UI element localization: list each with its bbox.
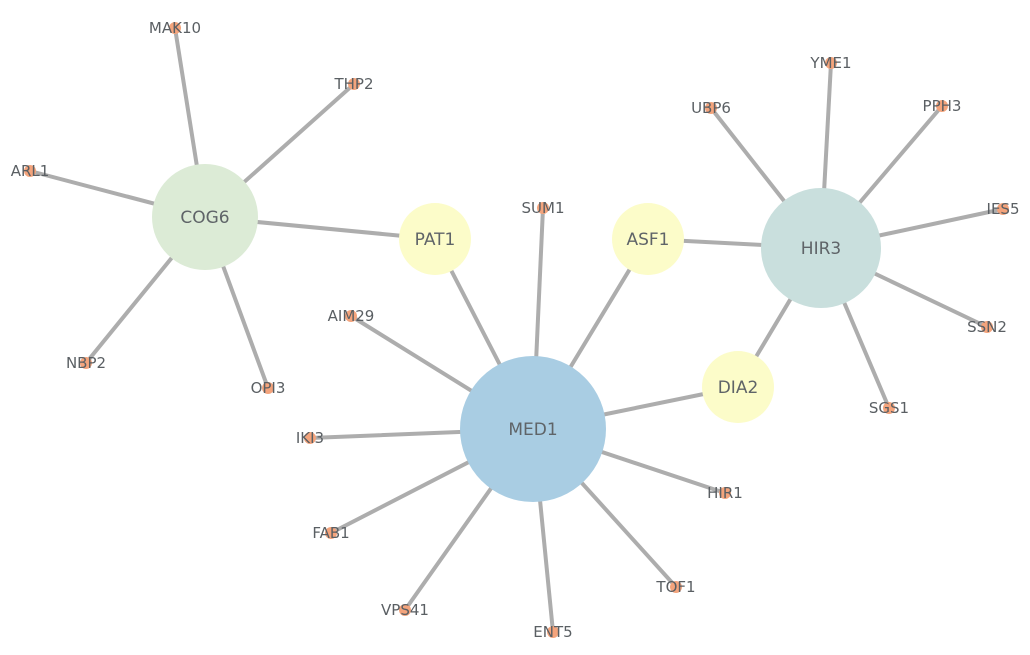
node-label-arl1: ARL1	[11, 162, 50, 180]
leaf-dot-ssn2	[981, 321, 993, 333]
node-label-asf1: ASF1	[626, 230, 669, 250]
leaf-dot-mak10	[169, 22, 181, 34]
node-label-mak10: MAK10	[149, 19, 201, 37]
node-label-vps41: VPS41	[381, 601, 429, 619]
node-ubp6[interactable]: UBP6	[691, 99, 731, 117]
node-sgs1[interactable]: SGS1	[869, 399, 909, 417]
hub-circle-cog6	[152, 164, 258, 270]
leaf-dot-ent5	[547, 626, 559, 638]
leaf-dot-aim29	[345, 310, 357, 322]
node-dia2[interactable]: DIA2	[702, 351, 774, 423]
node-label-med1: MED1	[508, 420, 557, 440]
leaf-dot-pph3	[936, 100, 948, 112]
node-ent5[interactable]: ENT5	[533, 623, 572, 641]
node-pph3[interactable]: PPH3	[923, 97, 962, 115]
leaf-dot-iki3	[304, 432, 316, 444]
node-ssn2[interactable]: SSN2	[967, 318, 1007, 336]
node-label-ies5: IES5	[987, 200, 1020, 218]
node-label-ubp6: UBP6	[691, 99, 731, 117]
leaf-dot-opi3	[262, 382, 274, 394]
leaf-dot-nbp2	[80, 357, 92, 369]
node-mak10[interactable]: MAK10	[149, 19, 201, 37]
leaf-dot-vps41	[399, 604, 411, 616]
leaf-dot-sgs1	[883, 402, 895, 414]
node-label-yme1: YME1	[809, 54, 851, 72]
node-label-pat1: PAT1	[415, 230, 456, 250]
node-hir1[interactable]: HIR1	[707, 484, 743, 502]
node-sum1[interactable]: SUM1	[522, 199, 565, 217]
node-label-ssn2: SSN2	[967, 318, 1007, 336]
node-label-cog6: COG6	[180, 208, 229, 228]
leaf-dot-thp2	[348, 78, 360, 90]
node-iki3[interactable]: IKI3	[296, 429, 324, 447]
node-label-opi3: OPI3	[251, 379, 286, 397]
hub-circle-pat1	[399, 203, 471, 275]
leaf-dot-tof1	[670, 581, 682, 593]
node-arl1[interactable]: ARL1	[11, 162, 50, 180]
node-label-thp2: THP2	[333, 75, 373, 93]
node-aim29[interactable]: AIM29	[328, 307, 375, 325]
hub-circle-dia2	[702, 351, 774, 423]
leaf-dot-ubp6	[705, 102, 717, 114]
node-label-nbp2: NBP2	[66, 354, 106, 372]
node-tof1[interactable]: TOF1	[655, 578, 695, 596]
node-opi3[interactable]: OPI3	[251, 379, 286, 397]
leaf-dot-fab1	[325, 527, 337, 539]
leaf-dot-hir1	[719, 487, 731, 499]
node-label-sgs1: SGS1	[869, 399, 909, 417]
node-label-tof1: TOF1	[655, 578, 695, 596]
node-label-sum1: SUM1	[522, 199, 565, 217]
leaf-dot-arl1	[24, 165, 36, 177]
node-ies5[interactable]: IES5	[987, 200, 1020, 218]
leaf-dot-sum1	[537, 202, 549, 214]
node-asf1[interactable]: ASF1	[612, 203, 684, 275]
node-nbp2[interactable]: NBP2	[66, 354, 106, 372]
node-label-fab1: FAB1	[312, 524, 349, 542]
node-label-pph3: PPH3	[923, 97, 962, 115]
node-pat1[interactable]: PAT1	[399, 203, 471, 275]
node-fab1[interactable]: FAB1	[312, 524, 349, 542]
edge-layer	[28, 26, 1005, 634]
node-hir3[interactable]: HIR3	[761, 188, 881, 308]
node-label-ent5: ENT5	[533, 623, 572, 641]
node-label-iki3: IKI3	[296, 429, 324, 447]
hub-circle-asf1	[612, 203, 684, 275]
node-label-hir1: HIR1	[707, 484, 743, 502]
leaf-dot-yme1	[825, 57, 837, 69]
node-label-hir3: HIR3	[801, 239, 841, 259]
leaf-dot-ies5	[997, 203, 1009, 215]
hub-circle-med1	[460, 356, 606, 502]
node-thp2[interactable]: THP2	[333, 75, 373, 93]
hub-circle-hir3	[761, 188, 881, 308]
node-vps41[interactable]: VPS41	[381, 601, 429, 619]
node-med1[interactable]: MED1	[460, 356, 606, 502]
node-cog6[interactable]: COG6	[152, 164, 258, 270]
node-label-dia2: DIA2	[718, 378, 759, 398]
node-label-aim29: AIM29	[328, 307, 375, 325]
node-yme1[interactable]: YME1	[809, 54, 851, 72]
